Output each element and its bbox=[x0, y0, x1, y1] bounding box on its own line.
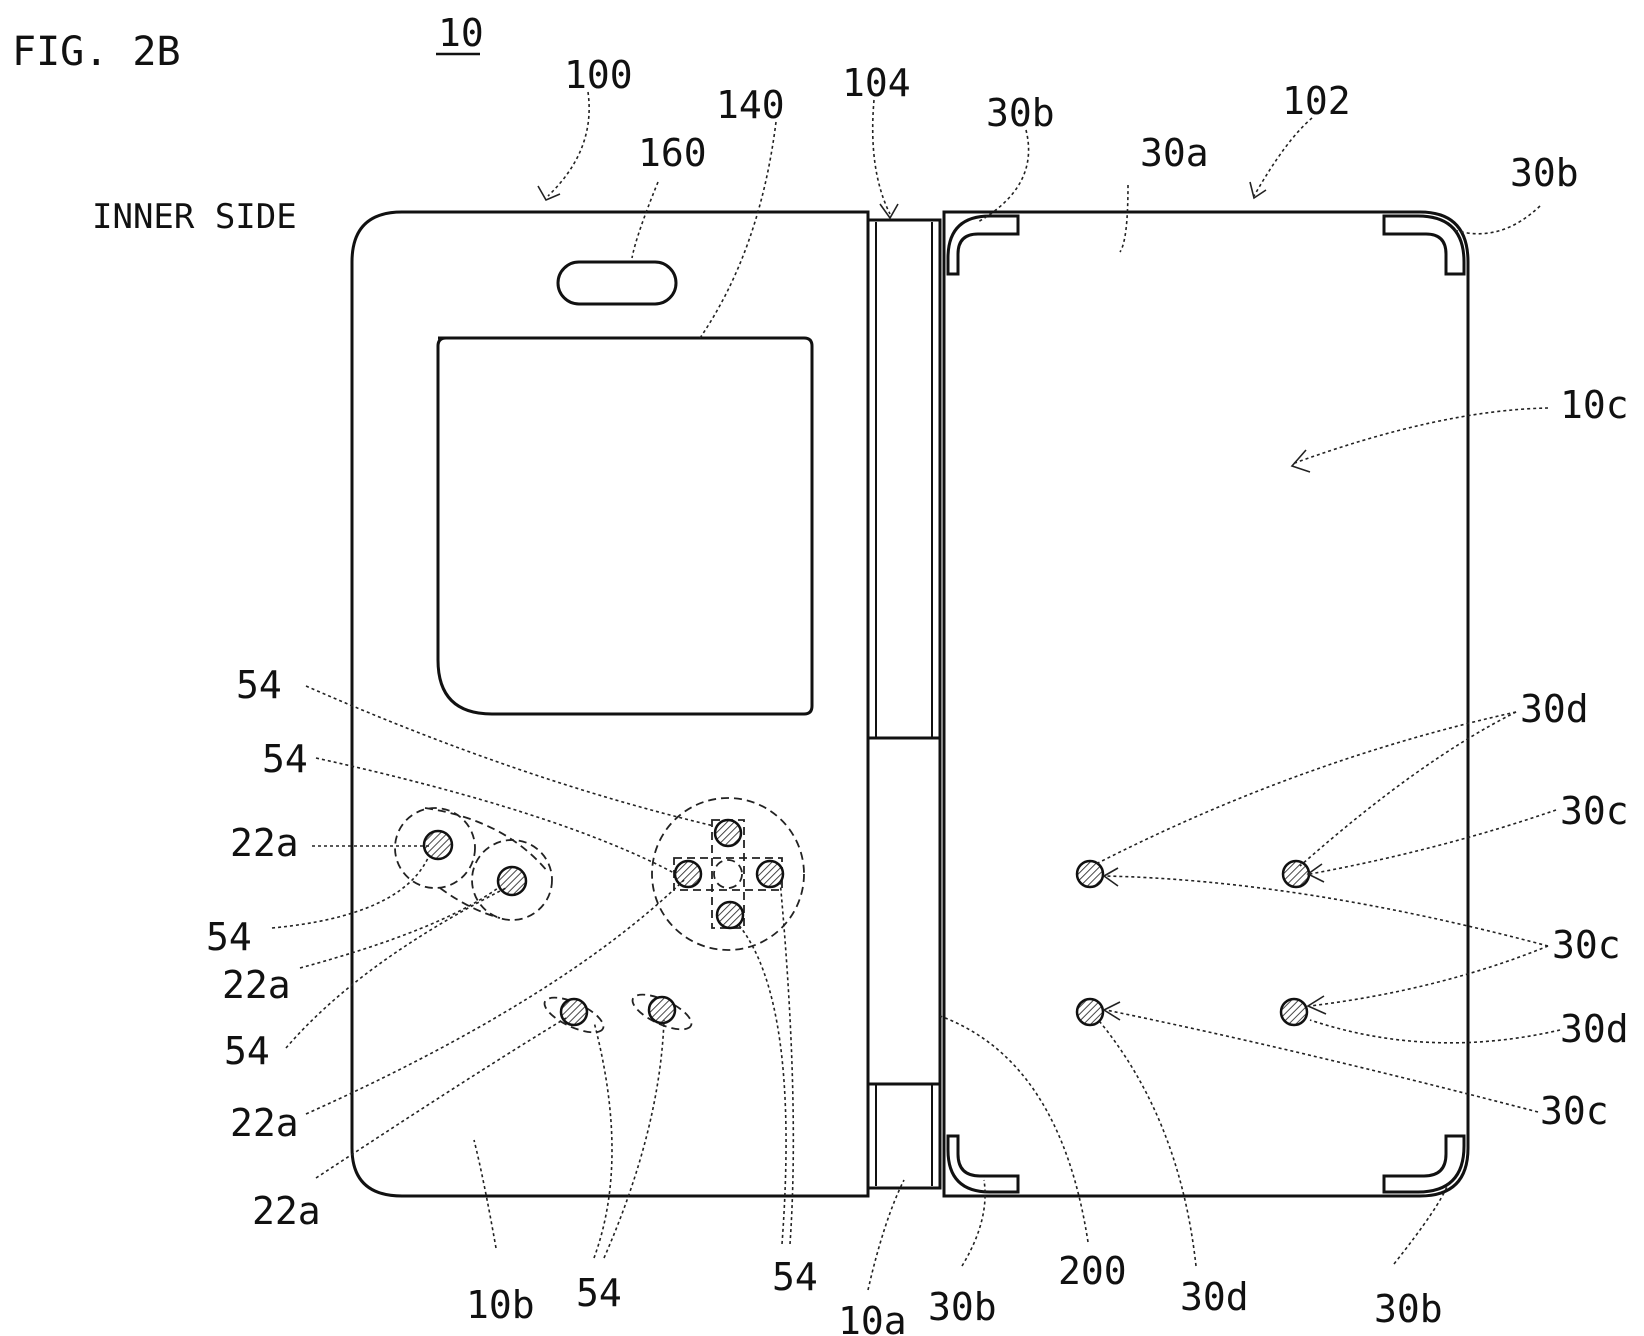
label-30d-bottom: 30d bbox=[1180, 1275, 1249, 1319]
label-160: 160 bbox=[638, 131, 707, 175]
label-30c-middle: 30c bbox=[1552, 923, 1621, 967]
label-10b: 10b bbox=[466, 1283, 535, 1327]
left-housing bbox=[350, 210, 870, 1198]
cross-button-up bbox=[713, 818, 743, 848]
label-30b-top-right: 30b bbox=[1510, 151, 1579, 195]
corner-protector-bottom-right bbox=[1382, 1134, 1466, 1194]
corner-protector-top-right bbox=[1382, 214, 1466, 276]
speaker-opening bbox=[556, 260, 678, 306]
label-10c: 10c bbox=[1560, 383, 1629, 427]
main-reference-label: 10 bbox=[438, 11, 484, 55]
label-102: 102 bbox=[1282, 79, 1351, 123]
label-22a-d: 22a bbox=[252, 1189, 321, 1233]
cross-button-down bbox=[715, 900, 745, 930]
right-housing bbox=[942, 210, 1470, 1198]
label-22a-b: 22a bbox=[222, 963, 291, 1007]
button-group-outline-left bbox=[394, 807, 553, 921]
corner-protector-top-left bbox=[946, 214, 1020, 276]
protrusion-upper-left bbox=[1075, 859, 1105, 889]
protrusion-lower-left bbox=[1075, 997, 1105, 1027]
protrusion-lower-right bbox=[1279, 997, 1309, 1027]
figure-title: FIG. 2B bbox=[12, 29, 181, 75]
label-54-e: 54 bbox=[576, 1271, 622, 1315]
label-30a: 30a bbox=[1140, 131, 1209, 175]
display-screen bbox=[436, 336, 814, 716]
label-30b-bottom-left: 30b bbox=[928, 1285, 997, 1329]
label-100: 100 bbox=[564, 53, 633, 97]
label-54-f: 54 bbox=[772, 1255, 818, 1299]
label-200: 200 bbox=[1058, 1249, 1127, 1293]
small-button-right bbox=[647, 995, 677, 1025]
label-54-d: 54 bbox=[224, 1029, 270, 1073]
label-54-c: 54 bbox=[206, 915, 252, 959]
label-10a: 10a bbox=[838, 1299, 907, 1336]
protrusion-upper-right bbox=[1281, 859, 1311, 889]
label-140: 140 bbox=[716, 83, 785, 127]
corner-protector-bottom-left bbox=[946, 1134, 1020, 1194]
label-30c-top: 30c bbox=[1560, 789, 1629, 833]
label-30d-top: 30d bbox=[1520, 687, 1589, 731]
face-button-upper-left bbox=[422, 829, 454, 861]
label-30b-bottom-right: 30b bbox=[1374, 1287, 1443, 1331]
cross-button-right bbox=[755, 859, 785, 889]
label-30c-bottom: 30c bbox=[1540, 1089, 1609, 1133]
label-30b-top-left: 30b bbox=[986, 91, 1055, 135]
leader-lines bbox=[271, 91, 1561, 1291]
label-104: 104 bbox=[842, 61, 911, 105]
face-button-lower-left bbox=[496, 865, 528, 897]
label-22a-a: 22a bbox=[230, 821, 299, 865]
cross-button-left bbox=[673, 859, 703, 889]
hinge-section bbox=[866, 218, 942, 1190]
label-22a-c: 22a bbox=[230, 1101, 299, 1145]
inner-side-caption: INNER SIDE bbox=[92, 197, 297, 237]
label-30d-right: 30d bbox=[1560, 1007, 1629, 1051]
label-54-a: 54 bbox=[236, 663, 282, 707]
small-button-left bbox=[559, 997, 589, 1027]
label-54-b: 54 bbox=[262, 737, 308, 781]
